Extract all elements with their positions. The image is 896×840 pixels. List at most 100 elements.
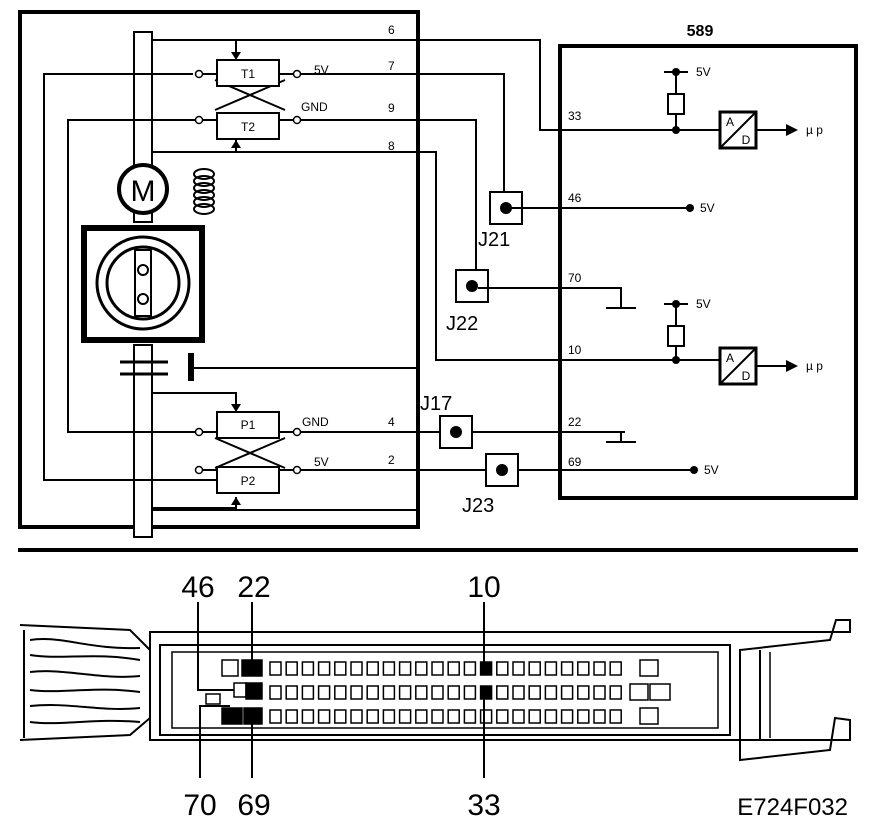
pin-2-label: 2 <box>388 453 395 467</box>
connector-pin <box>398 685 412 700</box>
connector-pin <box>479 661 493 676</box>
connector-pin-special <box>233 682 247 698</box>
connector-pin <box>301 661 315 676</box>
connector-pin-special <box>649 683 671 701</box>
ad-d-label-2: D <box>742 369 751 383</box>
connector-pin <box>528 661 541 676</box>
connector-pin-special <box>639 659 659 677</box>
ad-converter-33: A D µ p <box>718 110 823 150</box>
connector-pin <box>350 685 363 700</box>
pullup-resistor-10 <box>667 325 685 347</box>
ecu-box <box>558 44 858 500</box>
junction-j23: J23 <box>462 453 519 517</box>
connector-pin <box>350 709 363 724</box>
junction-j22: J22 <box>446 269 565 335</box>
p1-label: P1 <box>241 418 256 432</box>
connector-housing <box>149 619 851 762</box>
connector-pin <box>479 685 493 700</box>
connector-pin-special <box>221 659 239 677</box>
connector-pin <box>415 685 428 700</box>
connector-pin <box>593 661 606 676</box>
ecu-pin-69: 69 <box>568 455 582 469</box>
connector-pin <box>544 685 558 700</box>
pin-4-label: 4 <box>388 415 395 429</box>
connector-pin <box>431 709 444 724</box>
connector-pin <box>528 685 541 700</box>
pin-grid <box>205 659 671 725</box>
ecu-supply-nodes <box>664 68 698 474</box>
ecu-id: 589 <box>687 23 714 40</box>
ad-d-label: D <box>742 133 751 147</box>
connector-pin <box>544 661 558 676</box>
sensor-p2: P2 <box>194 465 302 505</box>
junction-j17: J17 <box>420 393 473 449</box>
p2-label: P2 <box>241 474 256 488</box>
connector-pin <box>269 685 282 700</box>
connector-pin <box>431 661 444 676</box>
ecu-5v-10: 5V <box>696 297 711 311</box>
connector-pin <box>382 709 396 724</box>
figure-code: E724F032 <box>737 794 848 821</box>
ecu-5v-46: 5V <box>700 201 715 215</box>
shaft-lower <box>133 344 153 538</box>
connector-pin <box>496 709 509 724</box>
sensor-p1: P1 <box>194 404 302 439</box>
connector-pin <box>447 661 460 676</box>
connector-pin <box>301 709 315 724</box>
connector-pin <box>415 661 428 676</box>
connector-pin <box>577 709 590 724</box>
ad-a-label: A <box>726 115 734 129</box>
connector-pin <box>496 685 509 700</box>
connector-pin <box>463 685 477 700</box>
connector-pin-special <box>205 693 221 705</box>
connector-pin <box>317 661 331 676</box>
stop-bar <box>188 353 194 381</box>
connector-pin <box>366 709 379 724</box>
connector-label-22: 22 <box>237 571 270 604</box>
j22-label: J22 <box>446 313 478 335</box>
ecu-5v-33: 5V <box>696 65 711 79</box>
connector-pin-special <box>221 707 243 725</box>
connector-label-70: 70 <box>183 789 216 822</box>
connector-pin <box>593 685 606 700</box>
connector-pin <box>382 685 396 700</box>
ecu-pin-70: 70 <box>568 271 582 285</box>
p1-supply-gnd: GND <box>302 415 329 429</box>
t1-label: T1 <box>241 67 255 81</box>
motor-symbol: M <box>117 163 169 215</box>
connector-pin <box>350 661 363 676</box>
t1-supply-5v: 5V <box>314 63 329 77</box>
pullup-resistor-33 <box>667 93 685 115</box>
connector-pin <box>398 709 412 724</box>
pin-9-label: 9 <box>388 101 395 115</box>
connector-label-46: 46 <box>181 571 214 604</box>
throttle-body <box>81 225 205 343</box>
p2-supply-5v: 5V <box>314 455 329 469</box>
connector-pin <box>285 709 298 724</box>
connector-pin <box>301 685 315 700</box>
ad-converter-10: A D µ p <box>718 346 823 386</box>
connector-pin <box>512 709 525 724</box>
pin-6-label: 6 <box>388 23 395 37</box>
connector-pin <box>382 661 396 676</box>
j23-label: J23 <box>462 495 494 517</box>
connector-pin <box>577 661 590 676</box>
connector-pin <box>269 661 282 676</box>
connector-label-33: 33 <box>467 789 500 822</box>
connector-pin <box>609 661 622 676</box>
connector-label-10: 10 <box>467 571 500 604</box>
ad-output-label-2: µ p <box>806 359 823 373</box>
ecu-internal-wires <box>560 72 786 471</box>
connector-pin-special <box>245 682 263 700</box>
connector-pin <box>285 685 298 700</box>
connector-pin <box>334 685 347 700</box>
cable-bundle <box>19 624 151 741</box>
connector-pin <box>496 661 509 676</box>
ecu-5v-69: 5V <box>704 463 719 477</box>
sensor-t1: T1 <box>194 52 302 87</box>
connector-pin <box>512 661 525 676</box>
connector-pin <box>544 709 558 724</box>
connector-pin-special <box>639 707 659 725</box>
